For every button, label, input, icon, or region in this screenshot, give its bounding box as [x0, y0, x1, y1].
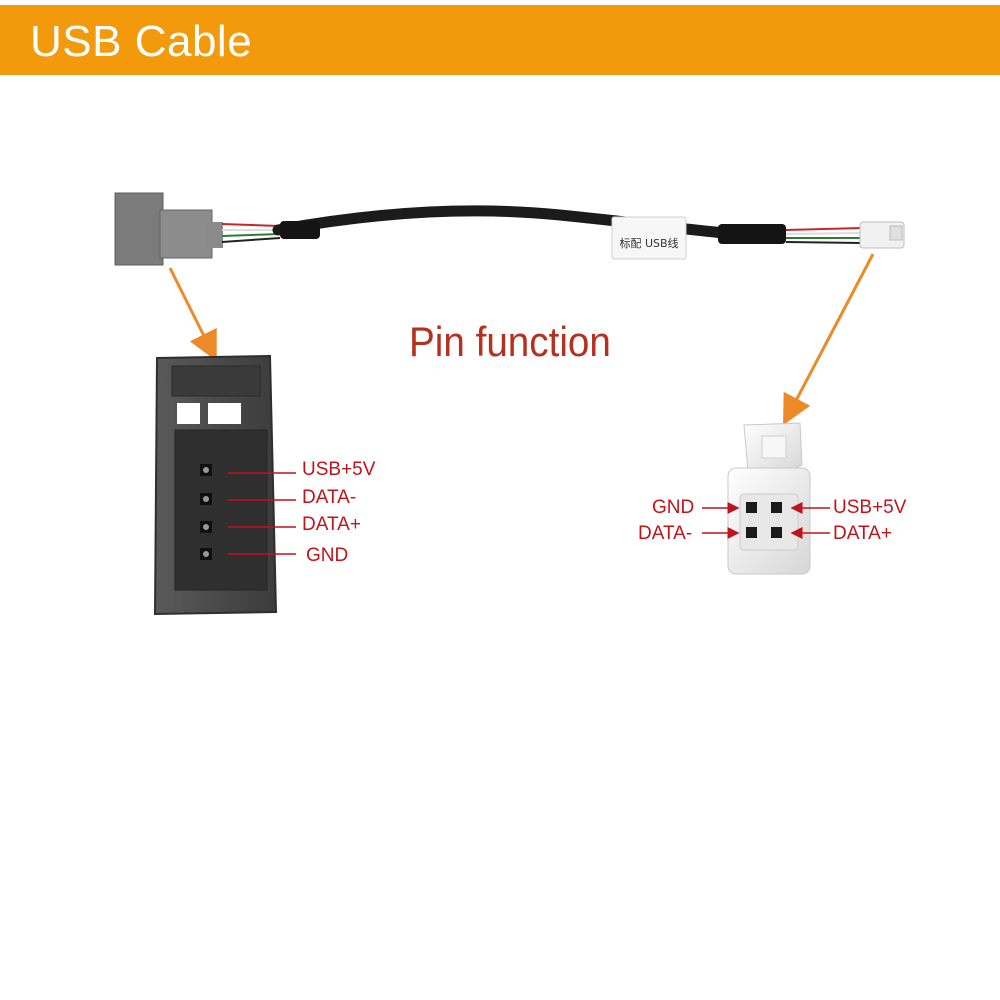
right-plug — [859, 221, 905, 249]
pin-function-title: Pin function — [409, 318, 611, 365]
right-heatshrink — [718, 224, 786, 244]
right-pointer-arrow — [783, 253, 875, 426]
left-plug-neck — [159, 209, 213, 259]
left-heatshrink — [280, 221, 320, 239]
left-wires — [221, 223, 281, 243]
right-pin-label-data-plus: DATA+ — [833, 523, 892, 544]
left-plug-body — [114, 192, 164, 266]
right-pin-label-usb5v: USB+5V — [833, 497, 907, 518]
cable-tag-text: 标配 USB线 — [619, 236, 678, 250]
page-title: USB Cable — [30, 17, 253, 66]
right-connector-closeup — [727, 422, 811, 575]
left-connector-window — [208, 403, 241, 424]
right-pin-label-data-minus: DATA- — [638, 523, 693, 544]
left-pin-label-gnd: GND — [306, 545, 349, 566]
right-wires — [785, 227, 863, 244]
cable-body — [272, 205, 766, 242]
left-connector-window — [177, 403, 200, 424]
left-connector-closeup — [153, 354, 278, 616]
cable-tag: 标配 USB线 — [611, 216, 687, 260]
left-pin-label-usb5v: USB+5V — [302, 459, 376, 480]
left-pin-label-data-minus: DATA- — [302, 487, 357, 508]
header-banner: USB Cable — [0, 5, 1000, 75]
left-plug-collar — [205, 222, 223, 248]
right-pin-lines — [702, 502, 830, 539]
left-pin-label-data-plus: DATA+ — [302, 514, 361, 535]
left-pointer-arrow — [168, 267, 217, 362]
left-pin-lines — [228, 472, 296, 555]
left-plug — [114, 192, 223, 266]
right-pin-label-gnd: GND — [652, 497, 695, 518]
